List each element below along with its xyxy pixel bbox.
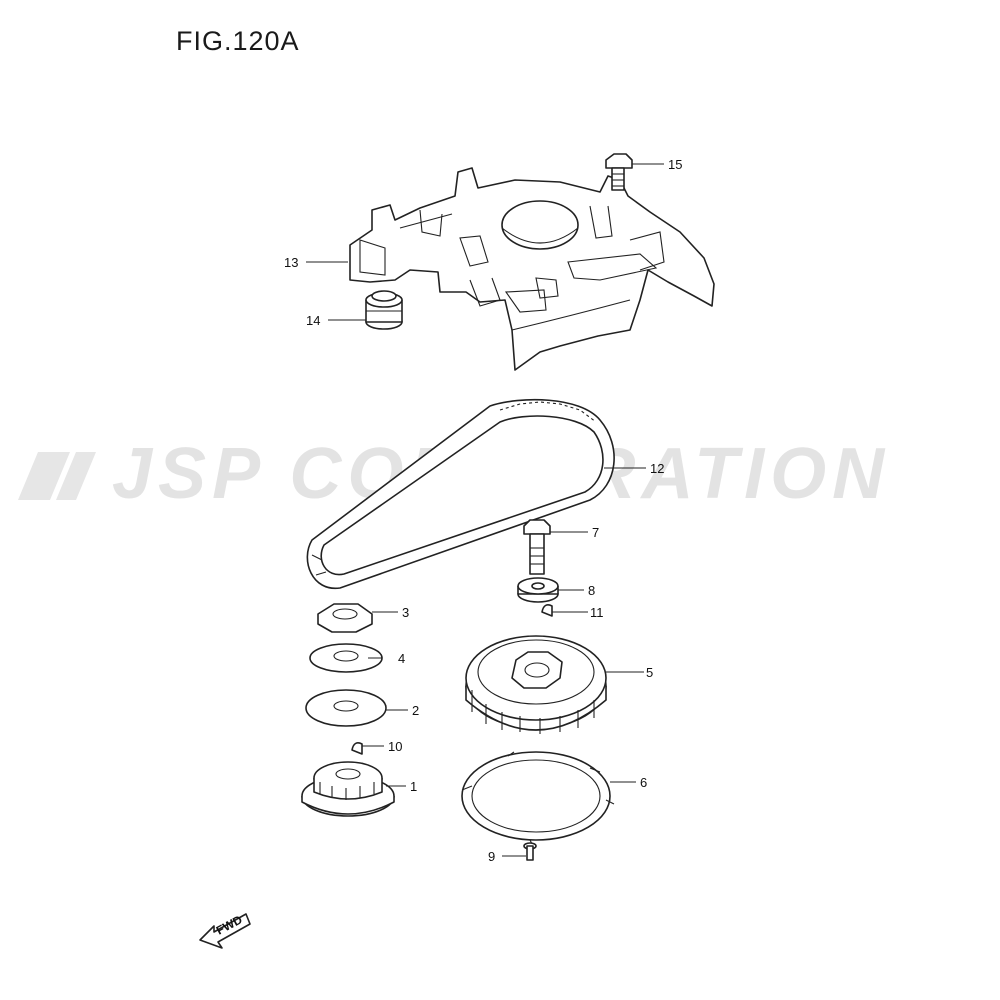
fwd-arrow-icon: FWD	[199, 912, 251, 949]
part-11-key[interactable]	[541, 604, 553, 617]
figure-title: FIG.120A	[176, 26, 300, 56]
callout-13[interactable]: 13	[284, 255, 298, 270]
callout-6[interactable]: 6	[640, 775, 647, 790]
part-6-plate[interactable]	[461, 751, 615, 849]
callout-7[interactable]: 7	[592, 525, 599, 540]
callout-12[interactable]: 12	[650, 461, 664, 476]
callout-11[interactable]: 11	[590, 605, 604, 620]
callout-9[interactable]: 9	[488, 849, 495, 864]
callout-4[interactable]: 4	[398, 651, 405, 666]
callout-14[interactable]: 14	[306, 313, 320, 328]
callout-3[interactable]: 3	[402, 605, 409, 620]
part-13-belt-cover[interactable]	[349, 167, 715, 371]
part-2-plate[interactable]	[305, 689, 387, 727]
callout-10[interactable]: 10	[388, 739, 402, 754]
part-9-screw[interactable]	[523, 842, 537, 861]
part-14-grommet[interactable]	[365, 290, 403, 330]
part-15-bolt[interactable]	[605, 153, 633, 191]
part-3-nut[interactable]	[317, 603, 373, 633]
callout-5[interactable]: 5	[646, 665, 653, 680]
part-5-camshaft-pulley[interactable]	[465, 635, 607, 734]
leader-lines	[306, 163, 664, 857]
callout-15[interactable]: 15	[668, 157, 682, 172]
callouts: 15 13 14 12 7 8 11 3 4 5 2 10 6 1 9	[284, 157, 682, 864]
callout-2[interactable]: 2	[412, 703, 419, 718]
part-7-bolt[interactable]	[523, 519, 551, 575]
part-10-key[interactable]	[351, 742, 363, 755]
callout-1[interactable]: 1	[410, 779, 417, 794]
part-8-washer[interactable]	[517, 577, 559, 603]
part-12-timing-belt[interactable]	[306, 398, 615, 589]
part-1-crank-pulley[interactable]	[301, 761, 395, 817]
callout-8[interactable]: 8	[588, 583, 595, 598]
